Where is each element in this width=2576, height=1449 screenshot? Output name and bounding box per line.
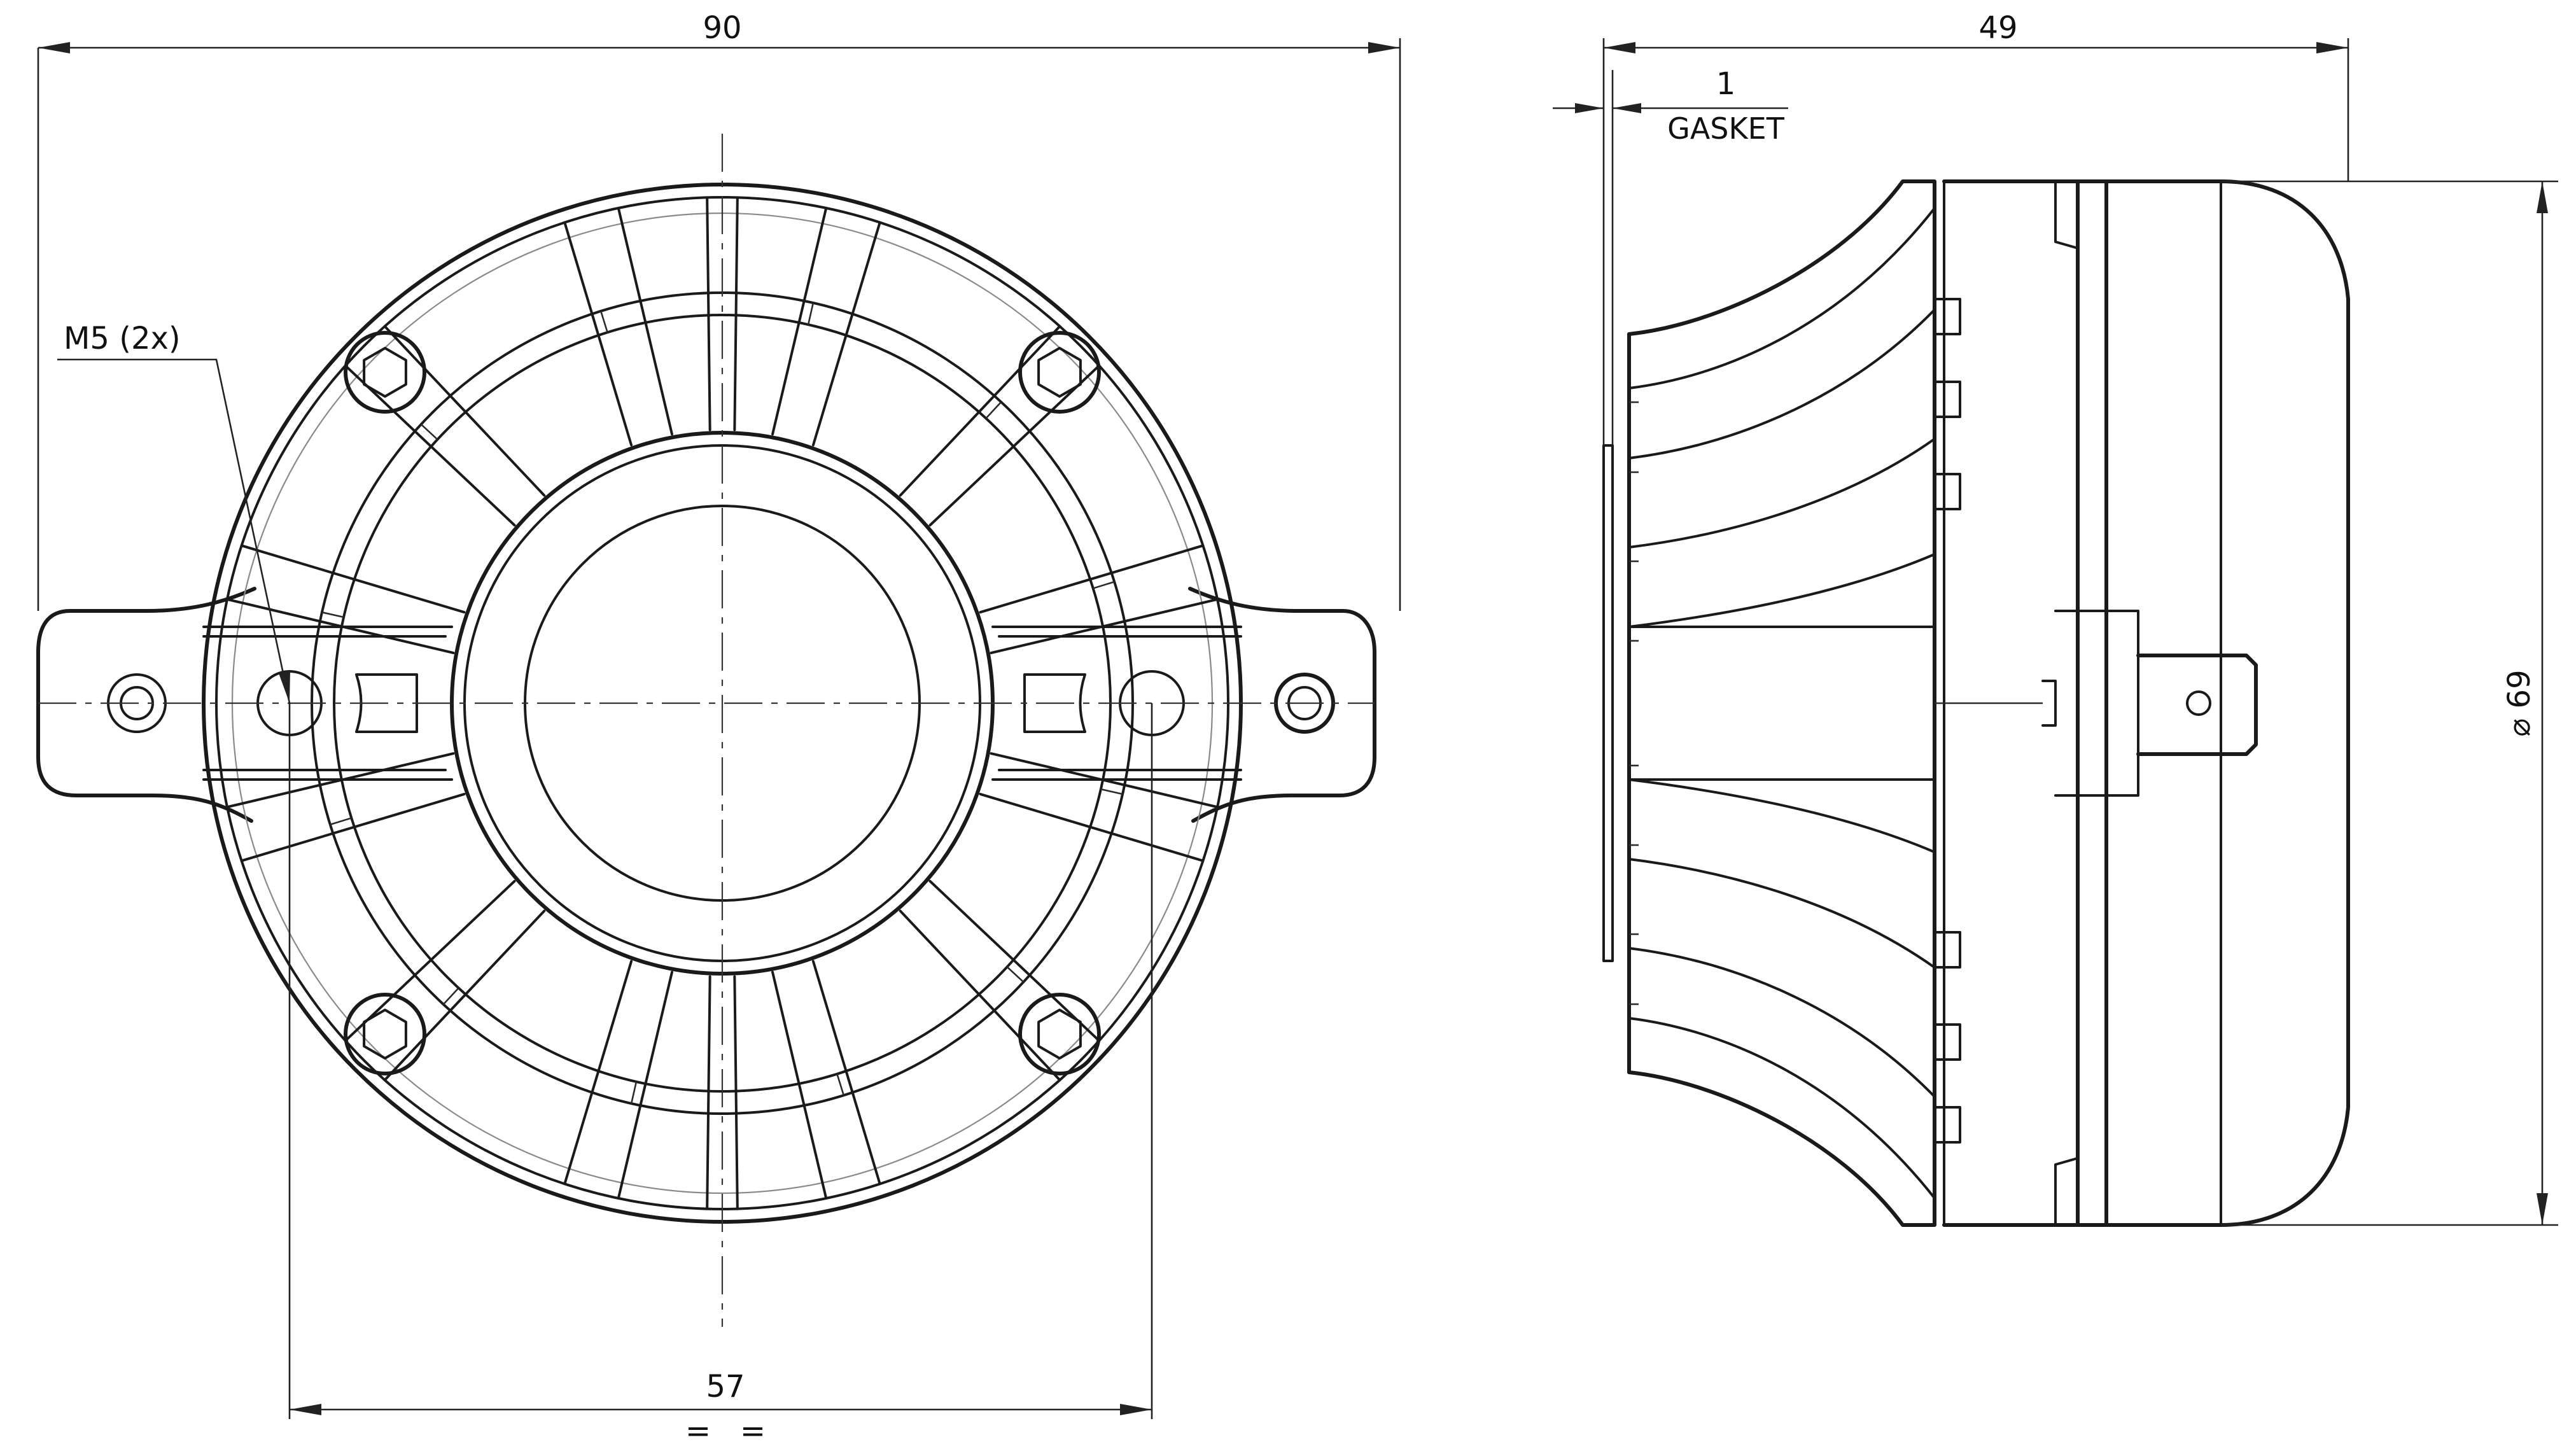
gasket-value: 1: [1716, 66, 1736, 102]
side-bump-6: [1933, 1106, 1961, 1144]
side-rib-8: [1628, 1017, 1936, 1200]
rib-notch-2: [1006, 966, 1025, 983]
mounting-flange: [36, 587, 1376, 823]
thread-callout: M5 (2x): [57, 321, 291, 704]
side-ribs: [1628, 207, 1961, 1200]
side-bump-4: [1933, 931, 1961, 969]
rib-vertical-1: [706, 196, 739, 431]
dimension-hole-spacing: 57 = =: [288, 703, 1153, 1449]
rib-notch-5: [442, 987, 459, 1005]
dimension-diameter: ⌀ 69: [2221, 180, 2558, 1226]
gasket: [1602, 444, 1614, 962]
rib-notch-8: [420, 423, 438, 440]
side-bump-3: [1933, 473, 1961, 510]
magnet-housing-step: [2054, 180, 2079, 1226]
rib-10: [771, 206, 881, 447]
bolt-boss-3: [344, 993, 426, 1075]
rib-notch-12: [1093, 580, 1115, 589]
rib-5: [344, 879, 546, 1082]
side-rib-7: [1628, 947, 1936, 1098]
side-bump-2: [1933, 381, 1961, 418]
rib-4: [563, 960, 673, 1200]
side-bump-1: [1933, 298, 1961, 335]
rib-11: [899, 325, 1101, 527]
rib-notch-9: [599, 311, 608, 333]
rib-notch-10: [807, 302, 815, 325]
hex-bolt-icon-3: [363, 1009, 407, 1060]
side-rib-1: [1628, 207, 1936, 389]
radial-ribs: [225, 196, 1219, 1210]
dimension-gasket: 1 GASKET: [1553, 66, 1788, 445]
front-view: [36, 134, 1376, 1327]
slot-left: [355, 673, 418, 733]
side-rib-5: [1628, 778, 1936, 853]
terminal-base: [2054, 610, 2139, 797]
dimension-label-49: 49: [1978, 10, 2017, 46]
terminal-clip: [2041, 680, 2057, 727]
thread-label: M5 (2x): [64, 321, 181, 356]
equal-spacing-marks: = =: [685, 1413, 766, 1449]
bolt-boss-4: [1018, 993, 1101, 1075]
side-rib-6: [1628, 858, 1936, 969]
rib-notch-1: [1100, 788, 1123, 795]
rib-notch-11: [985, 401, 1002, 419]
rib-notch-3: [836, 1074, 845, 1096]
rib-3: [771, 960, 881, 1200]
rear-cap: [2076, 179, 2350, 1227]
terminal-hole: [2186, 690, 2211, 716]
dimension-label-diameter: ⌀ 69: [2502, 669, 2537, 736]
rib-9: [563, 206, 673, 447]
side-rib-2: [1628, 308, 1936, 459]
bolt-boss-2: [1018, 331, 1101, 414]
slot-right: [1023, 673, 1086, 733]
side-view: [1602, 179, 2350, 1227]
hex-bolts: [344, 331, 1101, 1075]
rib-notch-7: [321, 611, 344, 619]
dimension-label-57: 57: [706, 1369, 745, 1404]
hex-bolt-icon-1: [363, 347, 407, 398]
dimension-label-90: 90: [703, 10, 741, 46]
bolt-boss-1: [344, 331, 426, 414]
side-bump-5: [1933, 1023, 1961, 1061]
rib-notch-4: [630, 1081, 638, 1104]
rib-notch-6: [330, 817, 352, 826]
side-rib-center: [1628, 626, 1936, 781]
side-rib-3: [1628, 437, 1936, 549]
rib-8: [344, 325, 546, 527]
rib-2: [899, 879, 1101, 1082]
rib-vertical-2: [706, 975, 739, 1210]
gasket-label: GASKET: [1667, 111, 1785, 146]
hex-bolt-icon-2: [1037, 347, 1082, 398]
hex-bolt-icon-4: [1037, 1009, 1082, 1060]
side-rib-4: [1628, 553, 1936, 628]
horizontal-bar: [202, 626, 1242, 781]
dimension-overall-width: 90: [37, 10, 1401, 611]
dimension-depth: 49: [1602, 10, 2349, 445]
terminal-tab: [2136, 654, 2258, 756]
